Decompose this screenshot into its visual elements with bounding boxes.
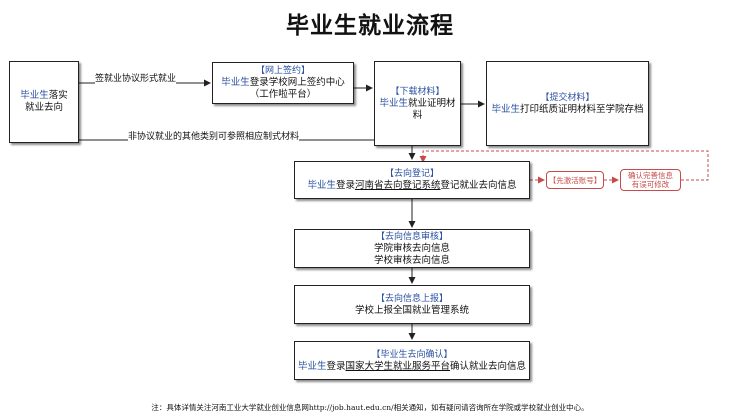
- register-header: 【去向登记】: [384, 169, 439, 179]
- edge-label-agreement: 签就业协议形式就业: [95, 74, 177, 85]
- edge-label-non-agreement: 非协议就业的其他类别可参照相应制式材料: [128, 132, 300, 143]
- register-box: 【去向登记】 毕业生登录河南省去向登记系统登记就业去向信息: [294, 161, 530, 199]
- confirm-edit-badge: 确认完善信息 有误可修改: [620, 169, 681, 191]
- start-box-line1: 落实: [48, 90, 68, 101]
- register-verb: 登录: [335, 180, 355, 191]
- start-box-line2: 就业去向: [24, 102, 63, 113]
- online-sign-box: 【网上签约】 毕业生登录学校网上签约中心 （工作啦平台）: [212, 62, 354, 104]
- report-box: 【去向信息上报】 学校上报全国就业管理系统: [294, 285, 530, 324]
- confirm-header: 【毕业生去向确认】: [371, 349, 453, 360]
- submit-subject: 毕业生: [491, 103, 520, 115]
- confirm-platform-link: 国家大学生就业服务平台: [345, 360, 451, 372]
- report-line1: 学校上报全国就业管理系统: [354, 304, 469, 316]
- confirm-box: 【毕业生去向确认】 毕业生登录国家大学生就业服务平台确认就业去向信息: [294, 341, 530, 380]
- confirm-verb: 登录: [326, 360, 346, 372]
- review-box: 【去向信息审核】 学院审核去向信息 学校审核去向信息: [294, 229, 530, 268]
- activate-account-badge: 【先激活账号】: [546, 171, 604, 189]
- start-box-subject: 毕业生: [20, 90, 49, 101]
- review-line1: 学院审核去向信息: [373, 242, 450, 254]
- download-box: 【下载材料】 毕业生就业证明材料: [374, 61, 461, 146]
- online-sign-line2: （工作啦平台）: [249, 89, 317, 100]
- submit-line1: 打印纸质证明材料至学院存档: [520, 103, 644, 115]
- confirm-line1-tail: 确认就业去向信息: [450, 360, 527, 372]
- review-line2: 学校审核去向信息: [373, 254, 450, 266]
- page-title: 毕业生就业流程: [286, 13, 454, 39]
- download-subject: 毕业生: [379, 97, 408, 109]
- register-subject: 毕业生: [307, 180, 336, 191]
- download-line1: 就业证明材料: [408, 97, 456, 121]
- register-system-link: 河南省去向登记系统: [355, 180, 441, 191]
- submit-box: 【提交材料】 毕业生打印纸质证明材料至学院存档: [486, 61, 649, 146]
- online-sign-header: 【网上签约】: [255, 66, 310, 76]
- footnote: 注：具体详情关注河南工业大学就业创业信息网http://job.haut.edu…: [151, 403, 589, 412]
- confirm-edit-line1: 确认完善信息: [628, 171, 673, 180]
- confirm-subject: 毕业生: [297, 360, 327, 372]
- online-sign-subject: 毕业生: [221, 77, 250, 88]
- confirm-edit-line2: 有误可修改: [631, 180, 670, 189]
- online-sign-line1: 登录学校网上签约中心: [249, 77, 345, 88]
- register-line1-tail: 登记就业去向信息: [440, 180, 517, 191]
- submit-header: 【提交材料】: [540, 92, 595, 103]
- download-header: 【下载材料】: [390, 86, 445, 97]
- report-header: 【去向信息上报】: [375, 293, 448, 304]
- start-box: 毕业生落实 就业去向: [9, 61, 79, 143]
- review-header: 【去向信息审核】: [375, 231, 448, 242]
